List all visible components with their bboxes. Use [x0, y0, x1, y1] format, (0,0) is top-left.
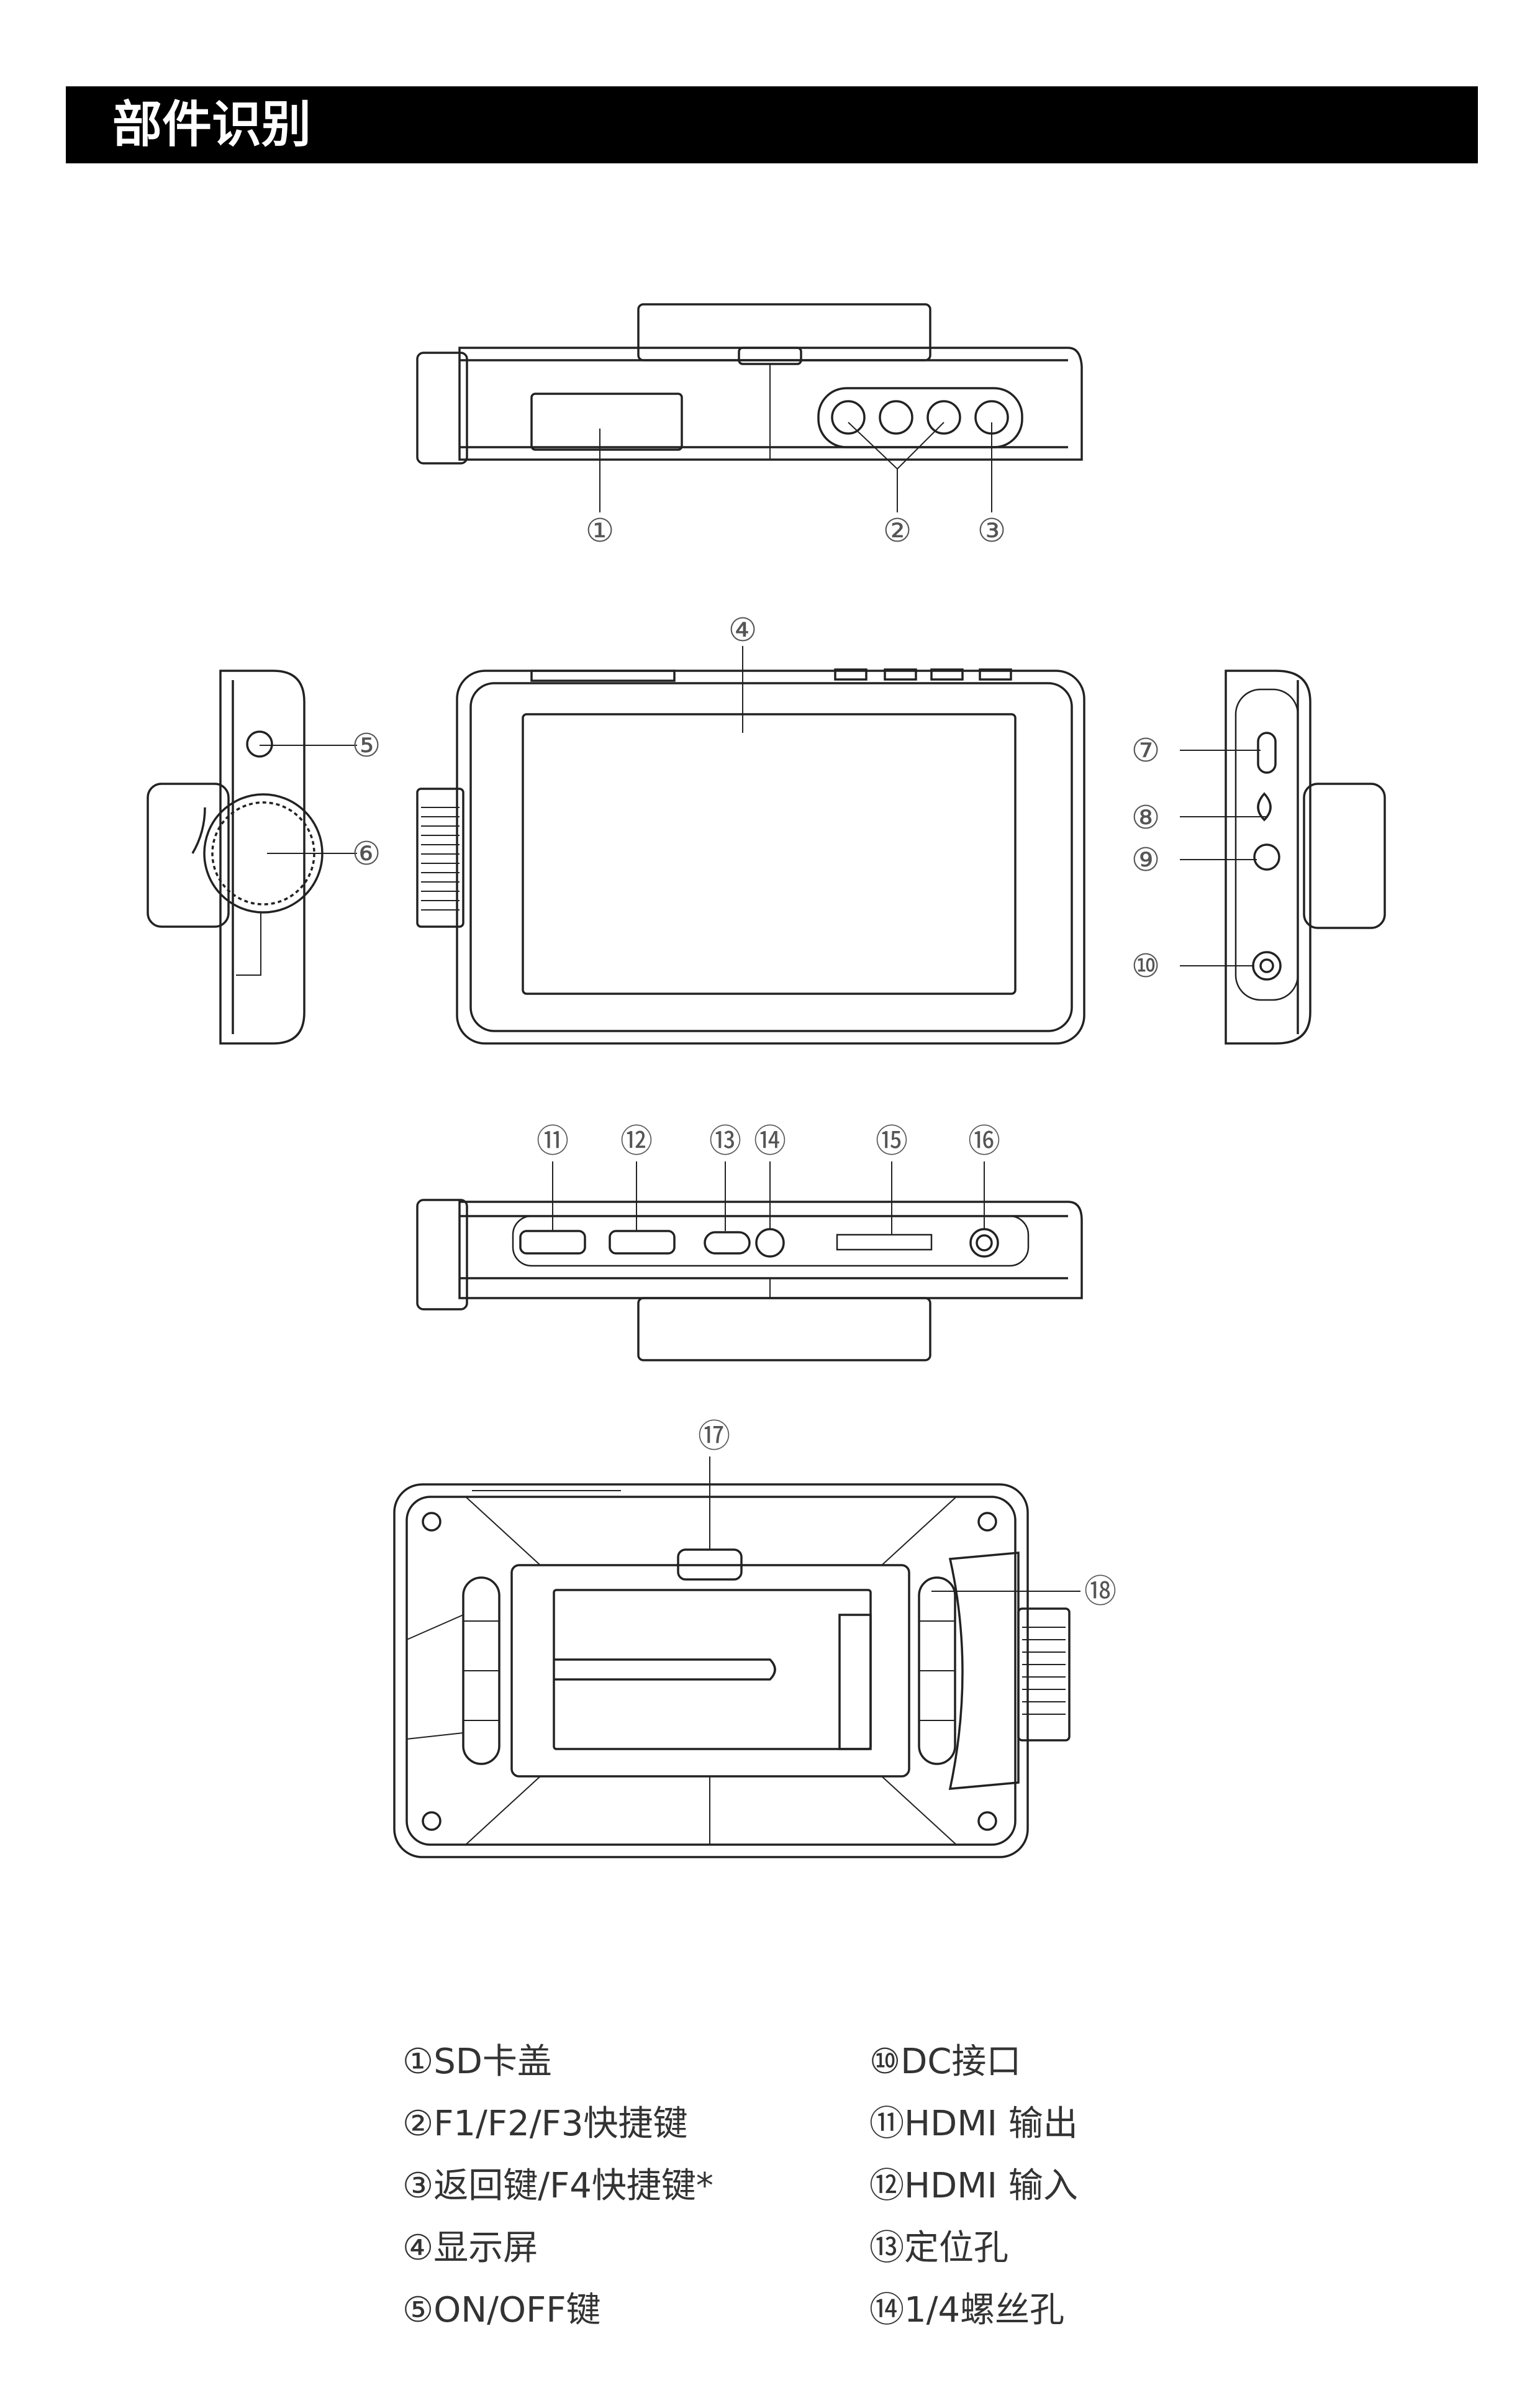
- left-side-view-diagram: [147, 670, 357, 1045]
- callout-5: ⑤: [352, 727, 381, 765]
- callout-15: ⑮: [876, 1123, 908, 1160]
- back-view-diagram: [393, 1456, 1080, 1858]
- legend-item: ②F1/F2/F3快捷键: [402, 2104, 688, 2144]
- right-side-view-diagram: [1180, 670, 1386, 1045]
- legend-item: ⑫HDMI 输入: [869, 2166, 1078, 2206]
- legend-item: ①SD卡盖: [402, 2042, 552, 2082]
- legend-item: ⑭1/4螺丝孔: [869, 2290, 1065, 2330]
- callout-7: ⑦: [1131, 732, 1161, 770]
- front-view-diagram: [416, 646, 1085, 1045]
- callout-18: ⑱: [1084, 1573, 1116, 1610]
- callout-2: ②: [883, 512, 912, 550]
- legend-item: ④显示屏: [402, 2228, 538, 2268]
- callout-11: ⑪: [537, 1123, 569, 1160]
- callout-14: ⑭: [754, 1123, 786, 1160]
- callout-10: ⑩: [1131, 948, 1161, 985]
- legend-item: ⑩DC接口: [869, 2042, 1021, 2082]
- component-diagrams: ① ② ③ ④ ⑤ ⑥ ⑦ ⑧ ⑨ ⑩ ⑪ ⑫ ⑬ ⑭ ⑮ ⑯ ⑰ ⑱: [147, 303, 1386, 1858]
- top-view-diagram: [416, 303, 1083, 512]
- legend-item: ⑬定位孔: [869, 2228, 1008, 2268]
- callout-8: ⑧: [1131, 799, 1161, 837]
- callout-1: ①: [586, 512, 615, 550]
- callout-17: ⑰: [698, 1418, 730, 1455]
- callout-12: ⑫: [620, 1123, 653, 1160]
- section-title: 部件识别: [112, 96, 311, 153]
- callout-6: ⑥: [352, 835, 381, 873]
- bottom-view-diagram: [416, 1161, 1083, 1361]
- monitor-line-drawings: ① ② ③ ④ ⑤ ⑥ ⑦ ⑧ ⑨ ⑩ ⑪ ⑫ ⑬ ⑭ ⑮ ⑯ ⑰ ⑱: [147, 303, 1386, 1858]
- callout-4: ④: [728, 612, 758, 649]
- legend-item: ⑪HDMI 输出: [869, 2104, 1078, 2144]
- legend-column-right: ⑩DC接口 ⑪HDMI 输出 ⑫HDMI 输入 ⑬定位孔 ⑭1/4螺丝孔: [869, 2031, 1078, 2342]
- callout-3: ③: [977, 512, 1007, 550]
- callout-13: ⑬: [709, 1123, 741, 1160]
- legend-item: ③返回键/F4快捷键*: [402, 2166, 713, 2206]
- callout-16: ⑯: [968, 1123, 1000, 1160]
- legend-column-left: ①SD卡盖 ②F1/F2/F3快捷键 ③返回键/F4快捷键* ④显示屏 ⑤ON/…: [402, 2031, 713, 2342]
- section-title-bar: 部件识别: [66, 86, 1478, 163]
- legend-item: ⑤ON/OFF键: [402, 2290, 601, 2330]
- callout-9: ⑨: [1131, 842, 1161, 879]
